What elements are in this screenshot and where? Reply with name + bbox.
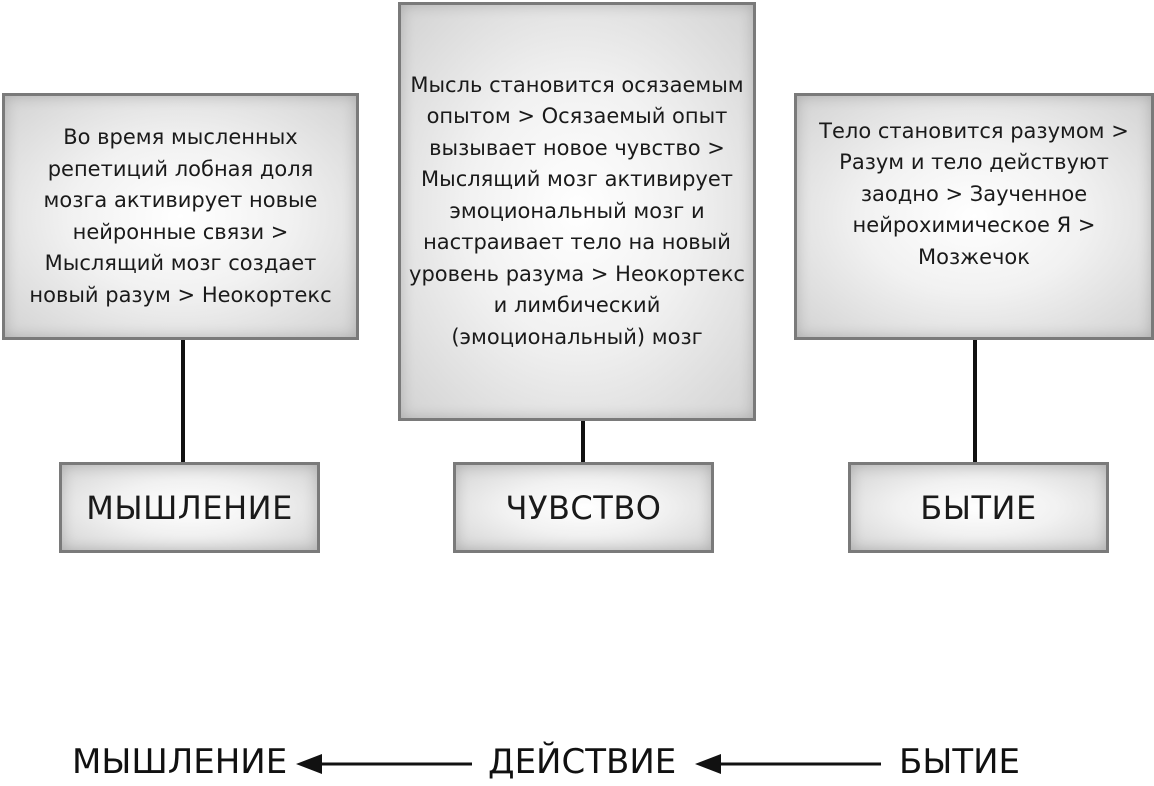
flow-being-text: БЫТИЕ <box>899 742 1021 782</box>
being-description-text: Тело становится разумом > Разум и тело д… <box>819 118 1129 269</box>
thinking-description-text: Во время мысленных репетиций лобная доля… <box>29 125 332 307</box>
being-label-box: БЫТИЕ <box>848 462 1109 553</box>
feeling-description-box: Мысль становится осязаемым опытом > Осяз… <box>398 2 756 421</box>
thinking-label-box: МЫШЛЕНИЕ <box>59 462 320 553</box>
feeling-description-text: Мысль становится осязаемым опытом > Осяз… <box>409 72 745 349</box>
flow-thinking-text: МЫШЛЕНИЕ <box>72 742 288 782</box>
thinking-connector-line <box>181 340 185 463</box>
thinking-description-box: Во время мысленных репетиций лобная доля… <box>2 93 359 340</box>
feeling-label-text: ЧУВСТВО <box>505 488 662 527</box>
flow-arrow-left-icon <box>296 754 472 774</box>
being-label-text: БЫТИЕ <box>920 488 1037 527</box>
being-connector-line <box>973 340 977 463</box>
being-description-box: Тело становится разумом > Разум и тело д… <box>794 93 1154 340</box>
feeling-label-box: ЧУВСТВО <box>453 462 714 553</box>
feeling-connector-line <box>581 421 585 463</box>
thinking-label-text: МЫШЛЕНИЕ <box>86 488 293 527</box>
flow-action-text: ДЕЙСТВИЕ <box>488 742 677 782</box>
flow-arrow-right-icon <box>695 754 881 774</box>
